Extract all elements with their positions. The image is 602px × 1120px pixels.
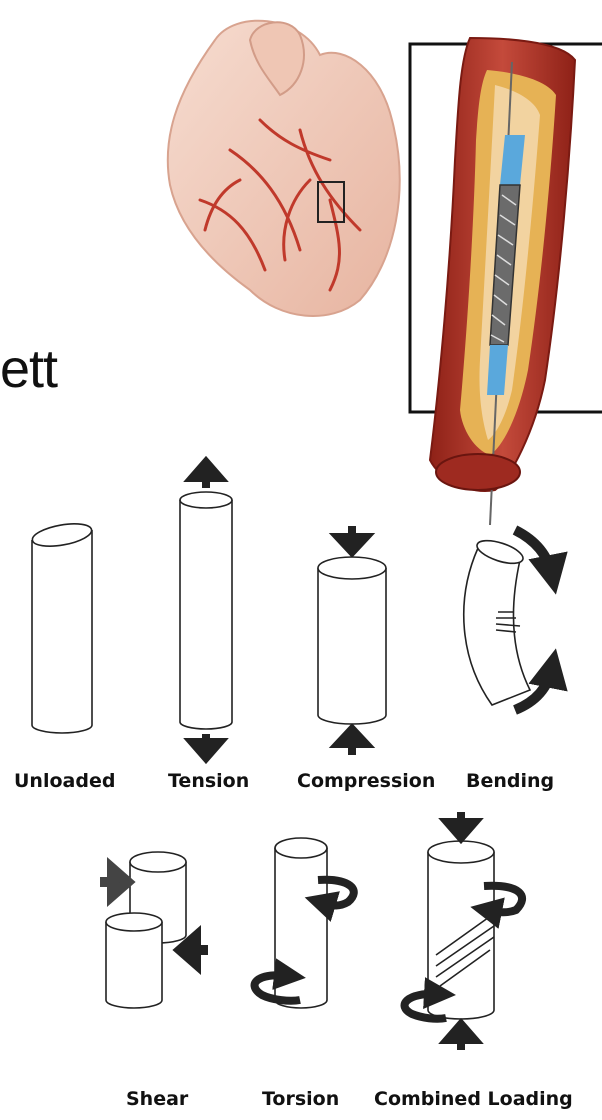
compression-cylinder [318, 557, 386, 724]
label-compression: Compression [297, 770, 435, 792]
label-tension: Tension [168, 770, 249, 792]
compression-arrow-down [338, 526, 366, 552]
label-combined-loading: Combined Loading [374, 1088, 573, 1110]
heart-illustration [168, 21, 400, 316]
label-bending: Bending [466, 770, 554, 792]
tension-cylinder [180, 492, 232, 729]
shear-arrow-left [180, 936, 208, 964]
tension-arrow-up [192, 462, 220, 488]
bending-cylinder [464, 536, 530, 705]
shear-arrow-right [100, 868, 128, 896]
compression-arrow-up [338, 729, 366, 755]
label-torsion: Torsion [262, 1088, 339, 1110]
combined-arrow-up [447, 1024, 475, 1050]
unloaded-cylinder [31, 520, 94, 733]
combined-arrow-down [447, 812, 475, 838]
artery-opening [436, 454, 520, 490]
tension-arrow-down [192, 734, 220, 758]
torsion-cylinder [275, 838, 327, 1008]
label-shear: Shear [126, 1088, 188, 1110]
label-unloaded: Unloaded [14, 770, 115, 792]
